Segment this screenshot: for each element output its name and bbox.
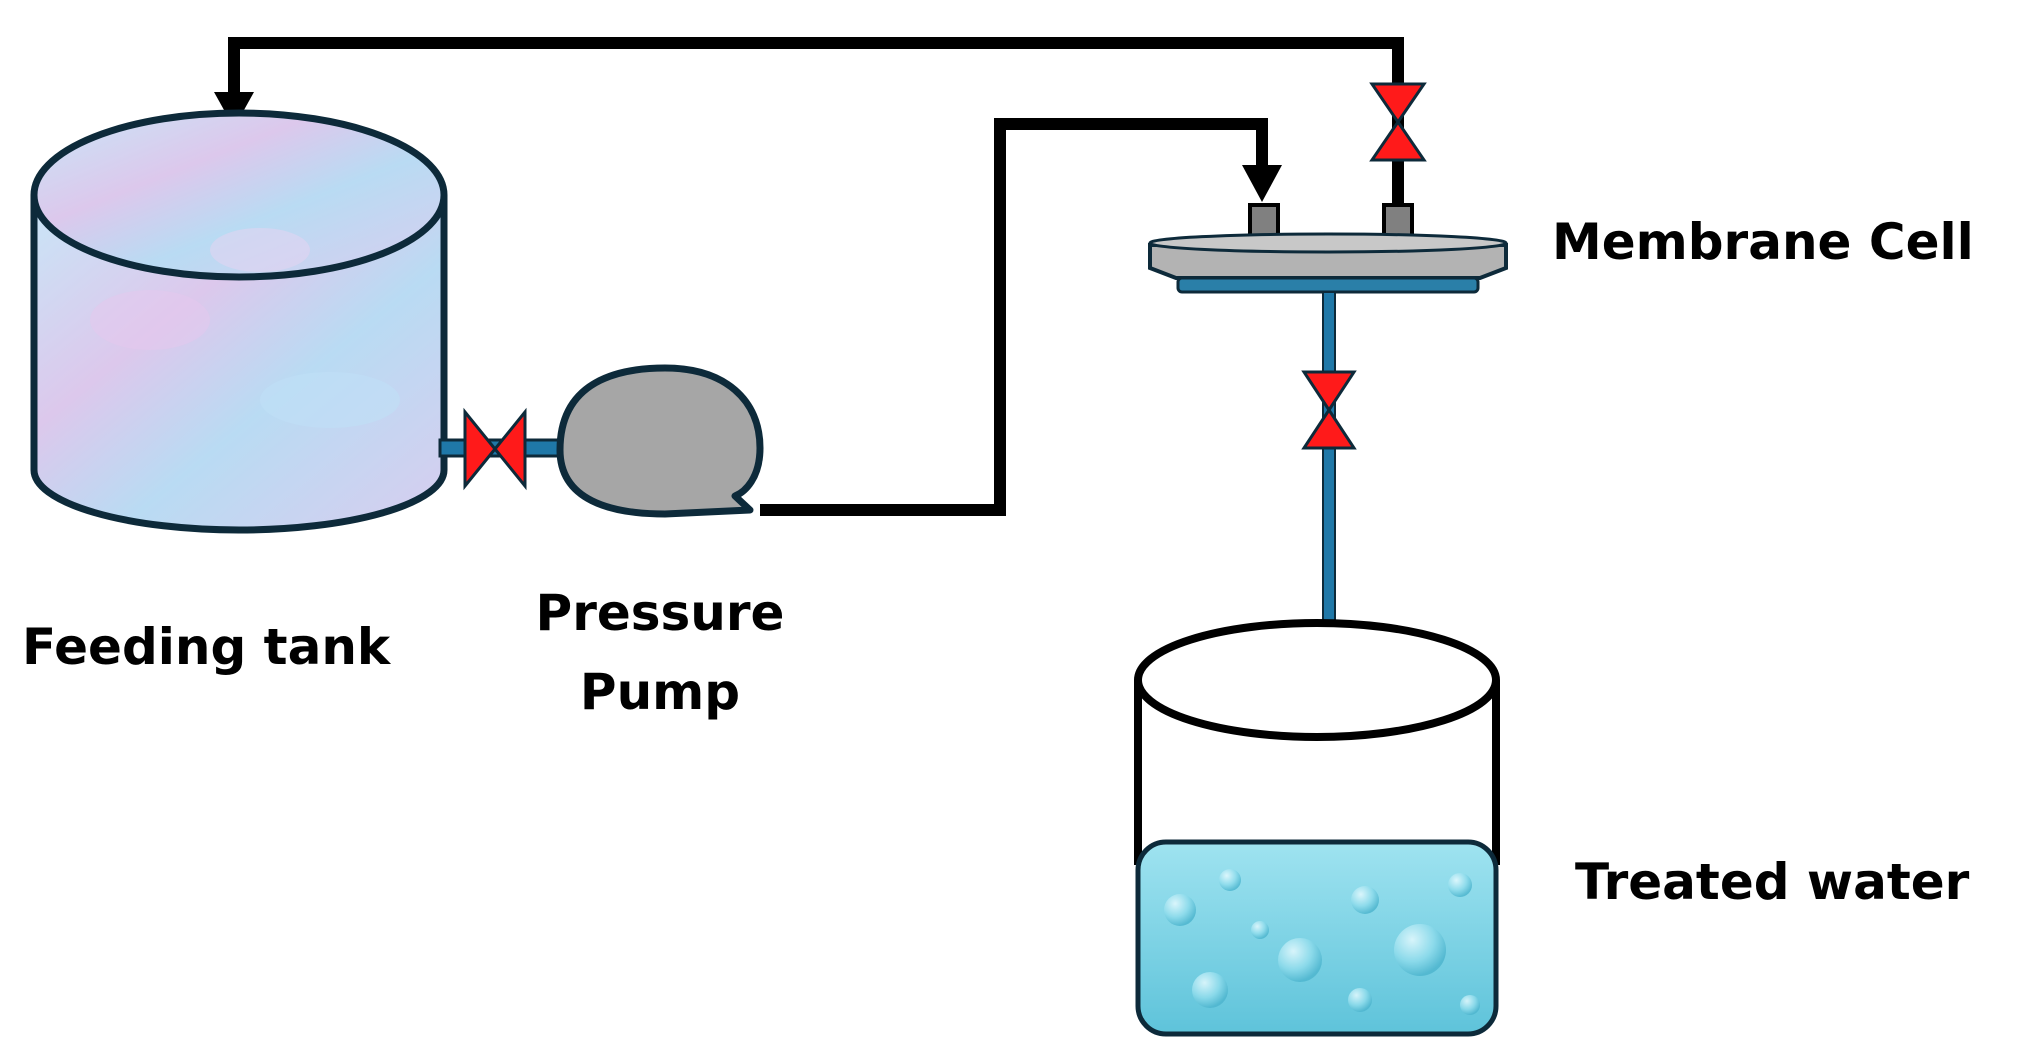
- membrane-cell: [1148, 203, 1508, 294]
- permeate-valve[interactable]: [1301, 370, 1357, 450]
- treated-water-tank: [1134, 619, 1500, 1037]
- water-bubbles: [1164, 869, 1480, 1015]
- feeding-tank: [30, 109, 448, 534]
- treated-water-label: Treated water: [1575, 853, 1970, 911]
- tank-outlet-valve[interactable]: [463, 407, 527, 491]
- feed-arrow-icon: [1242, 165, 1282, 202]
- pump-label: Pump: [579, 663, 741, 721]
- return-line-valve[interactable]: [1369, 82, 1427, 162]
- feeding-tank-label: Feeding tank: [22, 618, 391, 676]
- pressure-label: Pressure: [535, 584, 785, 642]
- pressure-pump: [556, 364, 764, 518]
- membrane-cell-label: Membrane Cell: [1552, 213, 1974, 271]
- feed-pipe: [760, 118, 1282, 516]
